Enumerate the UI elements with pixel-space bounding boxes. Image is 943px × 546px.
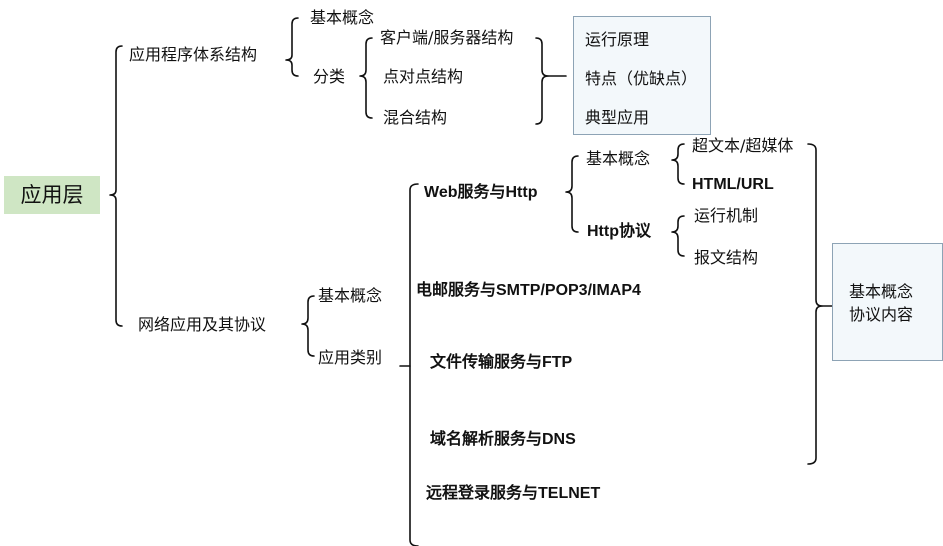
- node-client-server: 客户端/服务器结构: [380, 28, 514, 47]
- node-hypertext: 超文本/超媒体: [692, 136, 794, 155]
- node-html-url: HTML/URL: [692, 176, 774, 193]
- box-item-typical: 典型应用: [585, 108, 650, 127]
- node-ftp: 文件传输服务与FTP: [430, 354, 573, 371]
- box-item-concept: 基本概念: [849, 282, 914, 301]
- node-message-structure: 报文结构: [694, 248, 759, 267]
- protocol-detail-box: 基本概念 协议内容: [832, 243, 943, 361]
- node-web-http: Web服务与Http: [424, 184, 538, 201]
- node-network-apps: 网络应用及其协议: [138, 315, 267, 334]
- box-item-features: 特点（优缺点）: [585, 69, 698, 88]
- node-app-architecture: 应用程序体系结构: [129, 45, 258, 64]
- node-p2p: 点对点结构: [383, 67, 464, 86]
- arch-detail-box: 运行原理 特点（优缺点） 典型应用: [573, 16, 711, 135]
- node-hybrid: 混合结构: [383, 108, 448, 127]
- node-run-mechanism: 运行机制: [694, 206, 759, 225]
- node-web-concept: 基本概念: [586, 149, 651, 168]
- node-email: 电邮服务与SMTP/POP3/IMAP4: [416, 282, 641, 299]
- node-telnet: 远程登录服务与TELNET: [426, 485, 601, 502]
- node-http-protocol: Http协议: [587, 223, 651, 240]
- node-apps-concept: 基本概念: [318, 286, 383, 305]
- root-node: 应用层: [4, 176, 100, 214]
- node-app-categories: 应用类别: [318, 348, 383, 367]
- node-dns: 域名解析服务与DNS: [430, 431, 576, 448]
- box-item-protocol: 协议内容: [849, 305, 914, 324]
- node-arch-concept: 基本概念: [310, 8, 375, 27]
- box-item-principle: 运行原理: [585, 30, 650, 49]
- node-arch-types: 分类: [313, 67, 346, 86]
